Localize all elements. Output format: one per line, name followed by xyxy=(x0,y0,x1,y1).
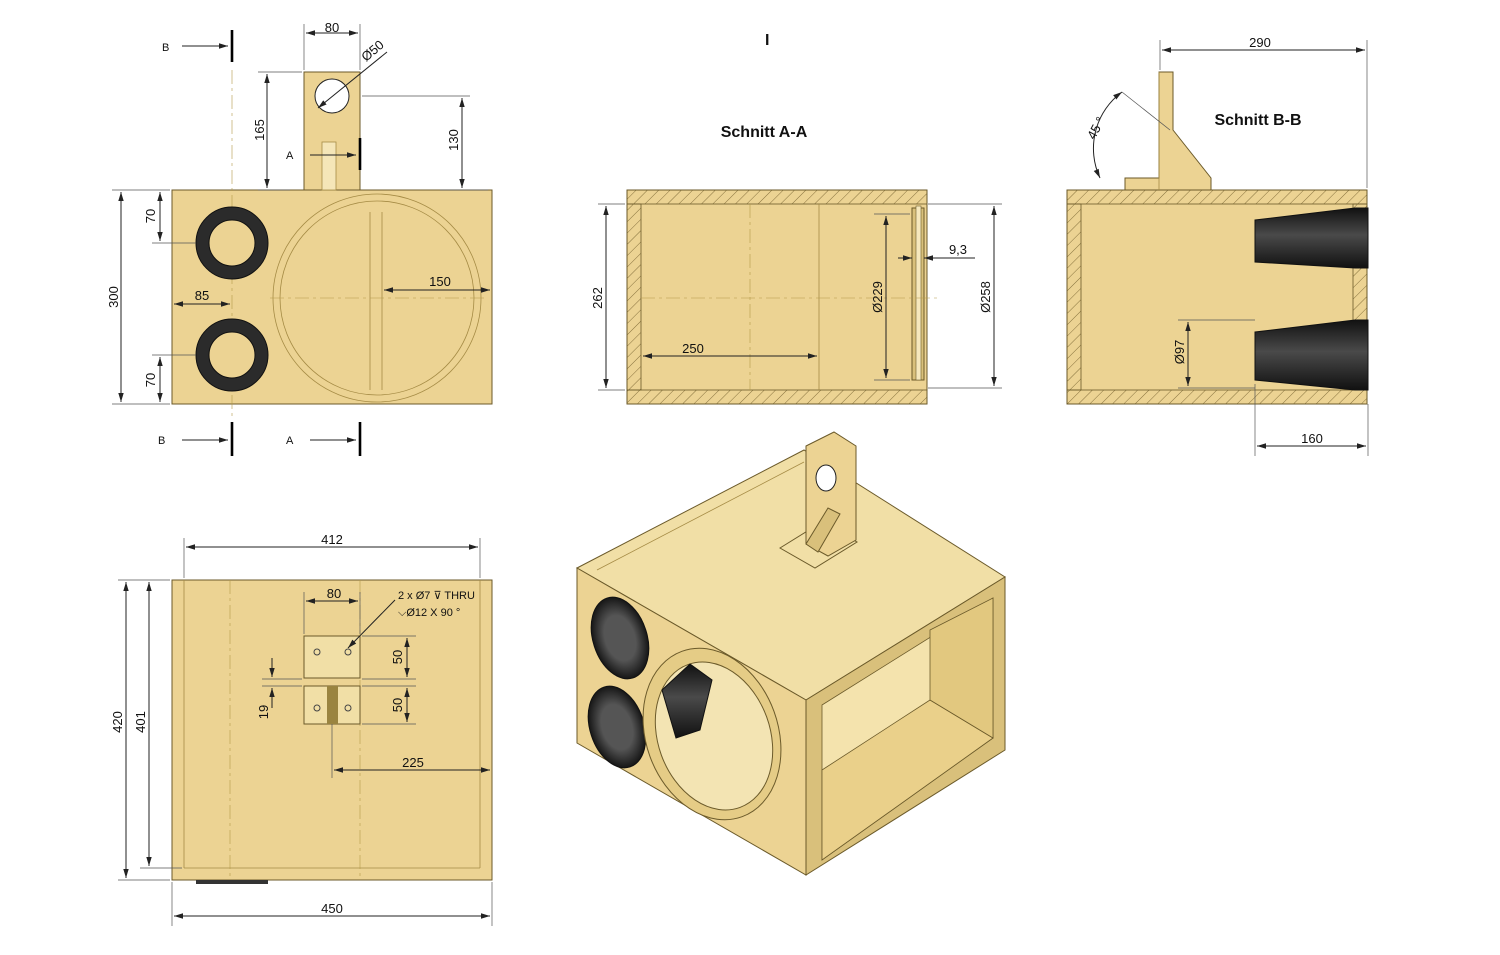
dim-height: 300 xyxy=(106,286,121,308)
dim-depth-outer: 420 xyxy=(110,711,125,733)
top-view: 412 80 2 x Ø7 ⊽ THRU ⌵Ø12 X 90 ° 50 50 1… xyxy=(110,532,493,926)
dim-outer-diameter: Ø258 xyxy=(978,281,993,313)
dim-port-top-offset: 70 xyxy=(143,209,158,223)
section-b-label-bottom: B xyxy=(158,435,165,447)
dim-port-bottom-offset: 70 xyxy=(143,373,158,387)
section-a-title: Schnitt A-A xyxy=(721,124,808,141)
dim-depth: 250 xyxy=(682,341,704,356)
dim-center-offset: 225 xyxy=(402,755,424,770)
dim-tab-width: 80 xyxy=(325,20,339,35)
iso-inner-port xyxy=(661,663,713,739)
section-b-label-top: B xyxy=(162,42,169,54)
dim-port-x: 85 xyxy=(195,288,209,303)
tick-mark: I xyxy=(765,32,769,49)
section-b-title: Schnitt B-B xyxy=(1214,112,1301,129)
section-a-label-bottom: A xyxy=(286,435,294,447)
front-view: 80 Ø50 165 130 300 70 70 85 150 xyxy=(106,20,493,456)
dim-width-top: 412 xyxy=(321,532,343,547)
dim-width-bottom: 450 xyxy=(321,901,343,916)
dim-hole-diameter: Ø50 xyxy=(358,37,386,64)
dim-bracket-h1: 50 xyxy=(390,650,405,664)
section-b-bracket xyxy=(1124,71,1212,191)
dim-inner-height: 262 xyxy=(590,287,605,309)
dim-depth-inner: 401 xyxy=(133,711,148,733)
dim-section-b-width: 290 xyxy=(1249,35,1271,50)
section-a-view: Schnitt A-A 262 250 Ø229 9,3 Ø258 xyxy=(590,124,1002,405)
dim-tab-offset: 165 xyxy=(252,119,267,141)
dim-bracket-h2: 50 xyxy=(390,698,405,712)
hole-note-1: 2 x Ø7 ⊽ THRU xyxy=(398,590,475,602)
dim-cutout-diameter: Ø229 xyxy=(870,281,885,313)
iso-port-top xyxy=(590,596,650,680)
section-a-label-mid: A xyxy=(286,150,294,162)
tab-slot xyxy=(321,141,337,191)
dim-baffle-thickness: 9,3 xyxy=(949,242,967,257)
section-b-port-top xyxy=(1254,207,1369,269)
section-a-body xyxy=(626,189,928,405)
dim-baffle-radius: 150 xyxy=(429,274,451,289)
dim-offset-19: 19 xyxy=(256,705,271,719)
dim-bracket-width: 80 xyxy=(327,586,341,601)
hole-note-2: ⌵Ø12 X 90 ° xyxy=(398,607,460,619)
dim-port-length: 160 xyxy=(1301,431,1323,446)
isometric-view xyxy=(575,431,1006,876)
dim-hole-height: 130 xyxy=(446,129,461,151)
section-b-view: Schnitt B-B 290 45 ° Ø97 160 xyxy=(1066,35,1369,456)
bracket-base-top xyxy=(303,635,361,679)
section-b-port-bottom xyxy=(1254,319,1369,391)
iso-bracket-hole xyxy=(815,464,837,492)
dim-port-diameter: Ø97 xyxy=(1172,340,1187,365)
dim-angle: 45 ° xyxy=(1084,114,1108,142)
